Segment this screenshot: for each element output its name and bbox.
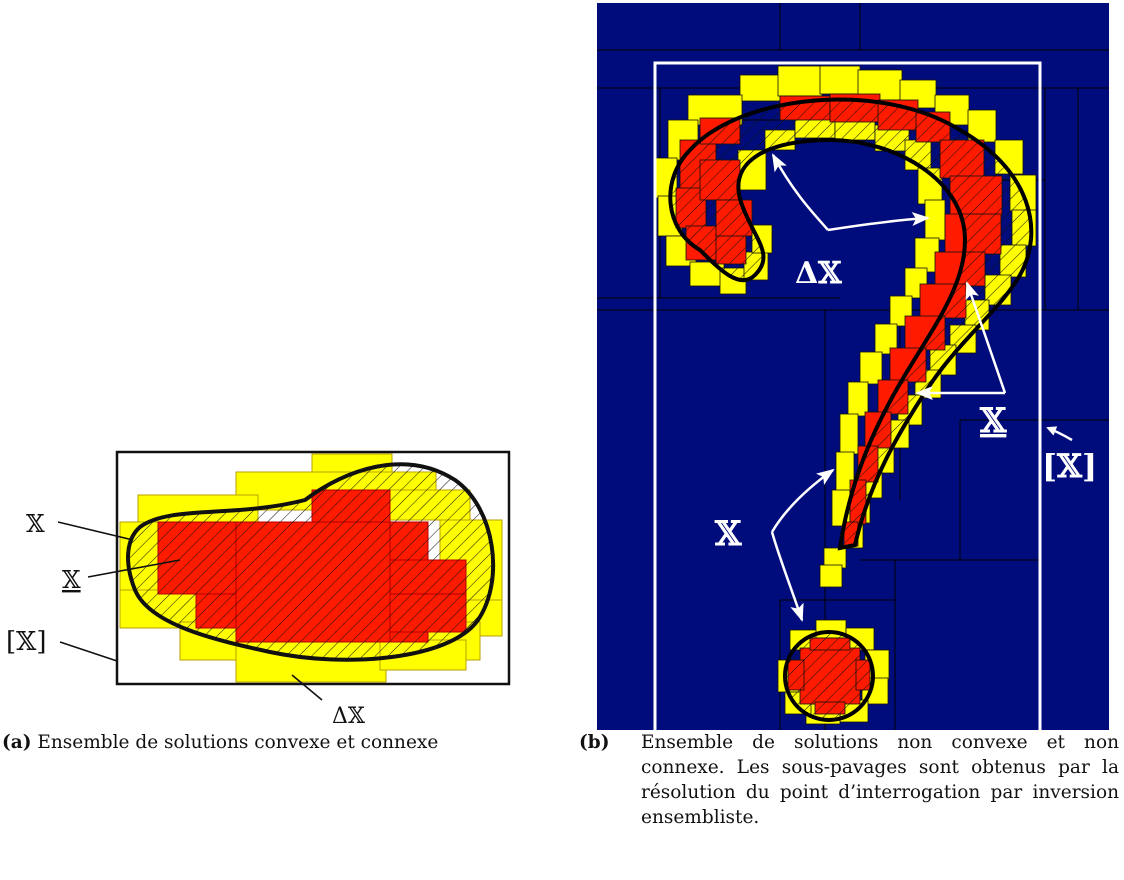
label-x-box-a: [𝕏] (6, 627, 46, 657)
caption-a-text: Ensemble de solutions convexe et connexe (37, 732, 439, 753)
pointer-delta-a (291, 674, 323, 701)
label-x-box-b: [𝕏] (1042, 447, 1097, 485)
figure: 𝕏 𝕏 [𝕏] Δ𝕏 (6, 3, 1109, 730)
panel-a: 𝕏 𝕏 [𝕏] Δ𝕏 (6, 450, 511, 729)
label-x-inner-a: 𝕏 (62, 566, 81, 594)
arrows-b (770, 153, 1073, 622)
label-x-a: 𝕏 (26, 510, 45, 538)
label-x-inner-b: 𝕏 (979, 401, 1007, 441)
caption-b-text: Ensemble de solutions non convexe et non… (641, 732, 1119, 828)
question-mark-contour (668, 97, 1034, 551)
pointer-x-a (57, 521, 134, 541)
pointer-box-a (59, 641, 118, 662)
caption-a: (a) Ensemble de solutions convexe et con… (2, 730, 562, 755)
box-bounding-b (653, 61, 1042, 730)
label-x-b: 𝕏 (714, 514, 742, 554)
panel-b: Δ𝕏 𝕏 𝕏 [𝕏] (597, 3, 1109, 730)
pointer-x-inner-a (87, 559, 181, 578)
caption-b-tag: (b) (579, 732, 610, 753)
dot-contour (783, 630, 875, 722)
label-delta-a: Δ𝕏 (332, 704, 366, 729)
label-delta-b: Δ𝕏 (795, 256, 842, 291)
caption-a-tag: (a) (2, 732, 32, 753)
solution-contour-a (126, 462, 496, 662)
